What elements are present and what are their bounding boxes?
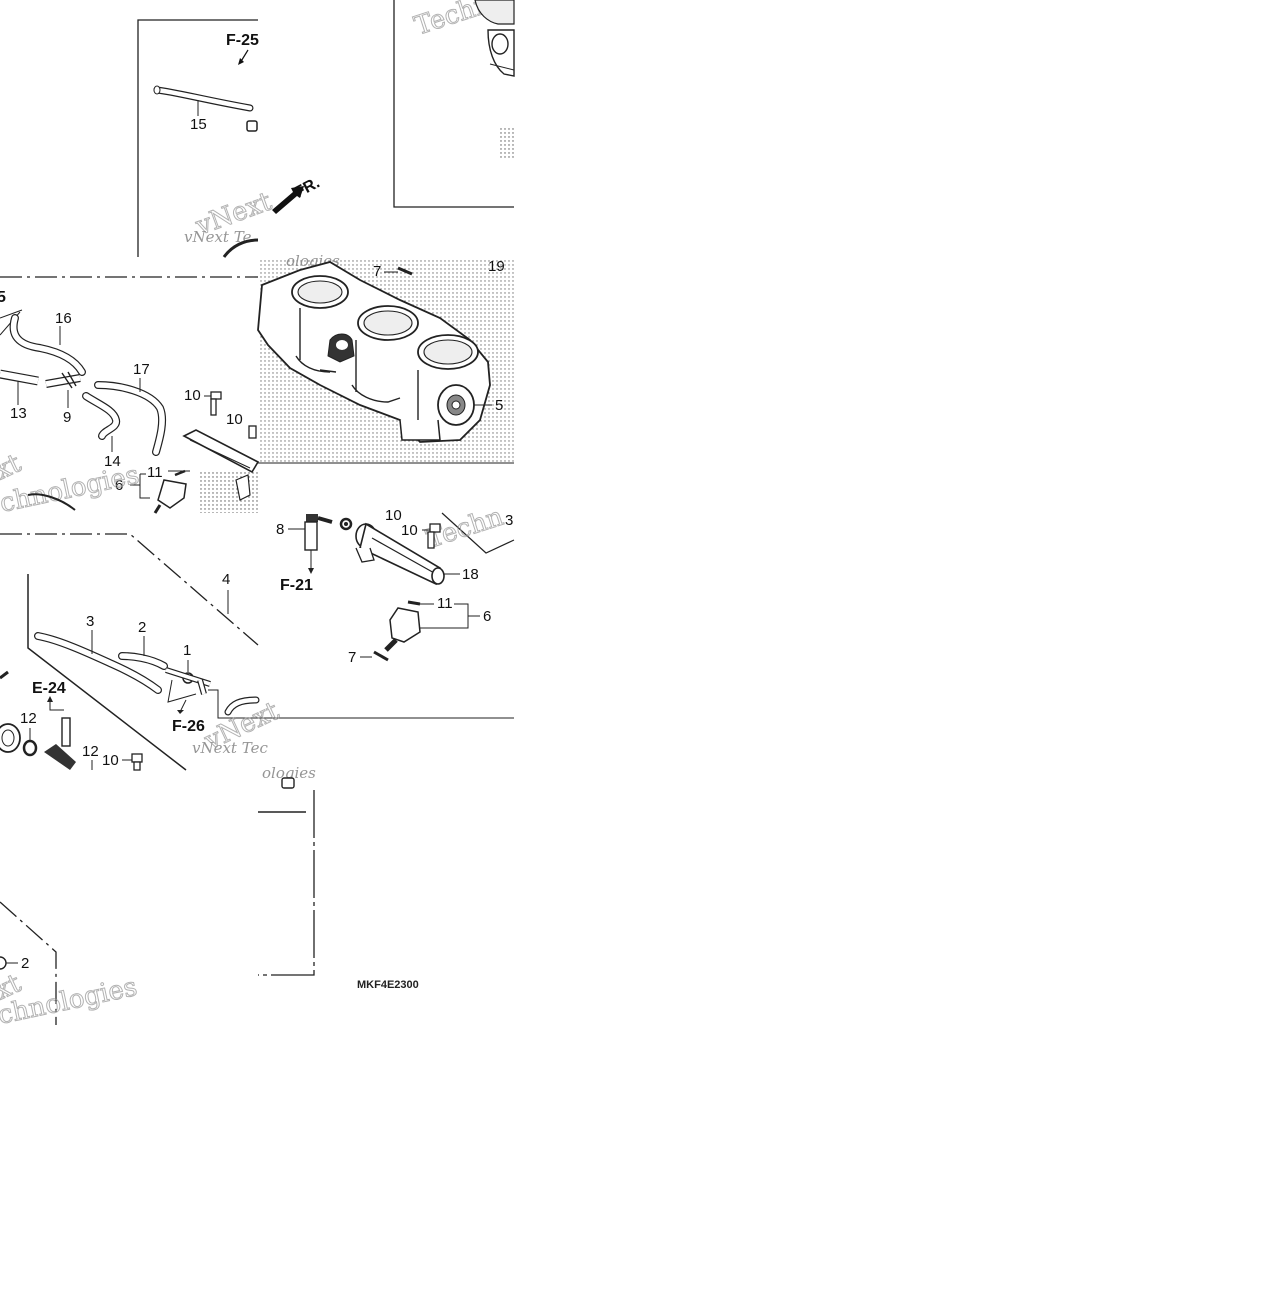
watermark-gies-c: ologies [262, 764, 316, 782]
callout-18: 18 [462, 566, 479, 583]
callout-10e: 10 [102, 752, 119, 769]
throttle-body-partial [474, 0, 515, 25]
callout-7a: 7 [373, 263, 381, 280]
joint-8 [304, 521, 318, 551]
direction-indicator: FR. [272, 174, 323, 214]
watermark-technologies-b: chnologies [0, 972, 140, 1031]
callout-11a: 11 [147, 464, 163, 481]
callout-15: 15 [190, 116, 207, 133]
callout-5: 5 [495, 397, 503, 414]
callout-9: 9 [63, 409, 71, 426]
tile-lower-left: 4 3 2 1 F-26 E-24 12 12 [0, 533, 285, 771]
tile-injector-detail: 3 Techn 8 F-21 10 10 18 11 6 7 [258, 501, 515, 719]
hose-17 [94, 381, 167, 456]
callout-6a: 6 [115, 477, 123, 494]
bolt-10 [210, 398, 217, 416]
ref-e24: E-24 [32, 680, 66, 697]
ref-f21: F-21 [280, 577, 313, 594]
clip-part [246, 120, 258, 132]
callout-12a: 12 [20, 710, 37, 727]
callout-12b: 12 [82, 743, 99, 760]
watermark-vnext-tec: vNext Tec [192, 739, 268, 757]
callout-10d: 10 [401, 522, 418, 539]
callout-3b: 3 [505, 512, 513, 529]
frame-line [258, 790, 315, 976]
callout-8: 8 [276, 521, 284, 538]
callout-4: 4 [222, 571, 230, 588]
watermark-ext-a: xt [0, 448, 26, 486]
dash-line [0, 533, 259, 646]
dotted-texture [500, 128, 514, 160]
joint-e24 [61, 717, 71, 747]
callout-6b: 6 [483, 608, 491, 625]
callout-17: 17 [133, 361, 150, 378]
injector-6 [157, 479, 187, 509]
frame-line [137, 19, 258, 257]
tile-middle-left: 5 16 13 9 17 14 10 10 11 6 [0, 276, 260, 519]
callout-16: 16 [55, 310, 72, 327]
tile-bottom: ologies 2 xt chnologies MKF4E2300 [0, 764, 419, 1031]
callout-10c: 10 [385, 507, 402, 524]
diagram-code: MKF4E2300 [357, 979, 419, 991]
callout-13: 13 [10, 405, 27, 422]
callout-19: 19 [488, 258, 505, 275]
arrow-fr-icon [272, 186, 304, 214]
bolt-10b [427, 531, 435, 549]
callout-1: 1 [183, 642, 191, 659]
callout-10b: 10 [226, 411, 243, 428]
fuel-rail [182, 429, 260, 474]
callout-11b: 11 [437, 595, 453, 612]
callout-2: 2 [138, 619, 146, 636]
throttle-body-assembly [257, 261, 491, 443]
ref-partial-5: 5 [0, 289, 6, 306]
frame-line [27, 574, 187, 771]
watermark-vnext-te: vNext Te [184, 228, 252, 246]
callout-3: 3 [86, 613, 94, 630]
callout-7b: 7 [348, 649, 356, 666]
fuel-rail-18 [355, 522, 445, 586]
tile-top-right: Techn [393, 0, 515, 208]
callout-10a: 10 [184, 387, 201, 404]
ref-f25: F-25 [226, 32, 259, 49]
tile-throttle-body: ologies 7 19 5 [257, 252, 514, 464]
joint-9 [61, 371, 77, 389]
ref-f26: F-26 [172, 718, 205, 735]
frame-line [393, 0, 514, 208]
tile-top-left: F-25 15 vNext vNext Te [137, 19, 277, 258]
direction-label: FR. [292, 174, 323, 201]
injector-6b [389, 607, 421, 643]
callout-2b: 2 [21, 955, 29, 972]
callout-14: 14 [104, 453, 121, 470]
